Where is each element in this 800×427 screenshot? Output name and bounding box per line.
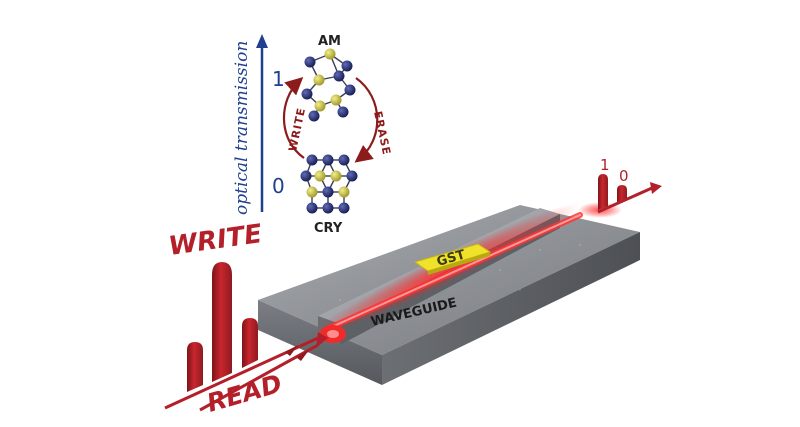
- read-pulse-1: [187, 342, 203, 392]
- transmission-axis: [256, 34, 268, 212]
- chip-right-face: [382, 232, 640, 385]
- write-cycle-arrow: [282, 77, 305, 159]
- write-pulse-label: WRITE: [167, 219, 264, 262]
- input-pulses: [164, 262, 328, 412]
- read-pulse-2: [242, 318, 258, 368]
- output-pulses: [597, 174, 662, 214]
- level-low-label: 0: [272, 174, 285, 198]
- gst-patch: GST: [413, 243, 492, 275]
- phase-cycle-arrows: [282, 77, 379, 163]
- write-arrow-label: WRITE: [286, 106, 308, 152]
- erase-arrow-label: ERASE: [371, 110, 393, 157]
- output-label-one: 1: [600, 156, 610, 174]
- crystalline-structure: [300, 154, 358, 214]
- amorphous-structure: [301, 48, 356, 122]
- output-pulse-high: [598, 174, 608, 210]
- amorphous-label: AM: [318, 34, 341, 49]
- axis-label: optical transmission: [232, 41, 252, 215]
- output-pulse-low: [617, 185, 627, 202]
- output-label-zero: 0: [619, 167, 629, 185]
- erase-cycle-arrow: [354, 77, 379, 163]
- write-pulse: [212, 262, 232, 382]
- crystalline-label: CRY: [314, 221, 343, 236]
- level-high-label: 1: [272, 67, 285, 91]
